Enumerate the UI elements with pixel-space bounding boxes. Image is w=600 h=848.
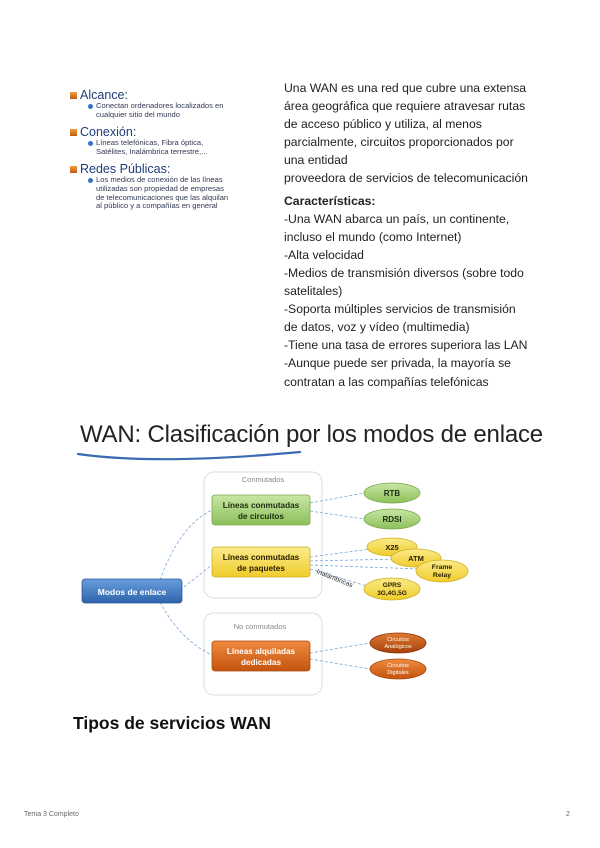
features-title: Características: [284, 193, 376, 208]
dedicadas-line-1: Líneas alquiladas [227, 647, 296, 656]
diagram-title: WAN: Clasificación por los modos de enla… [80, 421, 543, 448]
feature-line: -Medios de transmisión diversos (sobre t… [284, 265, 524, 280]
group-conmutados-box [203, 471, 323, 599]
wan-diagram: Conmutados No conmutados Modos de enlace… [81, 471, 469, 696]
root-label: Modos de enlace [98, 587, 167, 597]
feature-line: -Soporta múltiples servicios de transmis… [284, 302, 516, 317]
group-no-conmutados-label: No conmutados [234, 622, 287, 631]
section-heading: Tipos de servicios WAN [73, 713, 272, 733]
bullet-heading: Redes Públicas: [70, 162, 265, 176]
blue-dot-icon [88, 104, 93, 109]
frame-line-2: Relay [433, 572, 451, 579]
feature-line: incluso el mundo (como Internet) [284, 229, 462, 244]
connectors [159, 492, 421, 670]
atm-label: ATM [408, 554, 424, 563]
bullet-sub: Líneas telefónicas, Fibra óptica,Satélit… [88, 138, 265, 156]
inalambricas-label: Inalámbricas [315, 568, 354, 589]
feature-line: -Tiene una tasa de errores superiora las… [284, 338, 528, 353]
blue-dot-icon [88, 141, 93, 147]
paquetes-line-1: Líneas conmutadas [223, 553, 300, 562]
page-number: 2 [566, 811, 570, 818]
intro-line: Una WAN es una red que cubre una extensa [284, 81, 527, 95]
intro-line: parcialmente, circuitos proporcionados p… [284, 135, 514, 150]
paquetes-line-2: de paquetes [237, 564, 285, 573]
bullet-heading: Conexión: [70, 125, 265, 139]
node-rtb [363, 482, 421, 504]
dedicadas-line-2: dedicadas [241, 658, 281, 667]
footer-title: Tema 3 Completo [24, 811, 79, 818]
digitales-line-2: Digitales [387, 670, 409, 676]
orange-bullet-icon [70, 165, 77, 173]
rtb-label: RTB [384, 489, 401, 498]
node-analogicos [369, 632, 427, 654]
node-paquetes [211, 546, 311, 578]
intro-line: área geográfica que requiere atravesar r… [284, 99, 526, 114]
bullet-heading: Alcance: [70, 88, 265, 102]
node-rdsi [363, 508, 421, 530]
intro-line: una entidad [284, 153, 348, 168]
node-circuitos [211, 494, 311, 526]
feature-line: -Aunque puede ser privada, la mayoría se [284, 356, 511, 371]
slide-summary: Alcance: Conectan ordenadores localizado… [70, 88, 265, 238]
rdsi-label: RDSI [382, 515, 401, 524]
feature-line: satelitales) [284, 284, 343, 299]
intro-line: proveedora de servicios de telecomunicac… [284, 171, 528, 186]
feature-line: de datos, voz y vídeo (multimedia) [284, 320, 470, 335]
node-digitales [369, 658, 427, 680]
feature-line: contratan a las compañías telefónicas [284, 374, 489, 389]
feature-line: -Una WAN abarca un país, un continente, [284, 211, 510, 226]
gprs-line-1: GPRS [383, 582, 402, 589]
frame-line-1: Frame [432, 564, 453, 571]
root-node [81, 578, 183, 604]
node-gprs [363, 577, 421, 601]
analogicos-line-2: Analógicos [384, 644, 412, 650]
orange-bullet-icon [70, 128, 77, 136]
digitales-line-1: Circuitos [387, 663, 409, 669]
orange-bullet-icon [70, 91, 77, 99]
blue-dot-icon [88, 178, 93, 184]
node-dedicadas [211, 640, 311, 672]
title-underline [76, 450, 302, 461]
circuitos-line-2: de circuitos [238, 512, 284, 521]
group-no-conmutados-box [203, 612, 323, 696]
intro-line: de acceso público y utiliza, al menos [284, 117, 482, 132]
wan-description: Una WAN es una red que cubre una extensa… [284, 79, 544, 391]
x25-label: X25 [385, 543, 398, 552]
feature-line: -Alta velocidad [284, 247, 364, 262]
circuitos-line-1: Líneas conmutadas [223, 501, 300, 510]
analogicos-line-1: Circuitos [387, 637, 409, 643]
gprs-line-2: 3G,4G,5G [377, 590, 407, 597]
node-frame-relay [415, 559, 469, 583]
group-conmutados-label: Conmutados [242, 475, 285, 484]
